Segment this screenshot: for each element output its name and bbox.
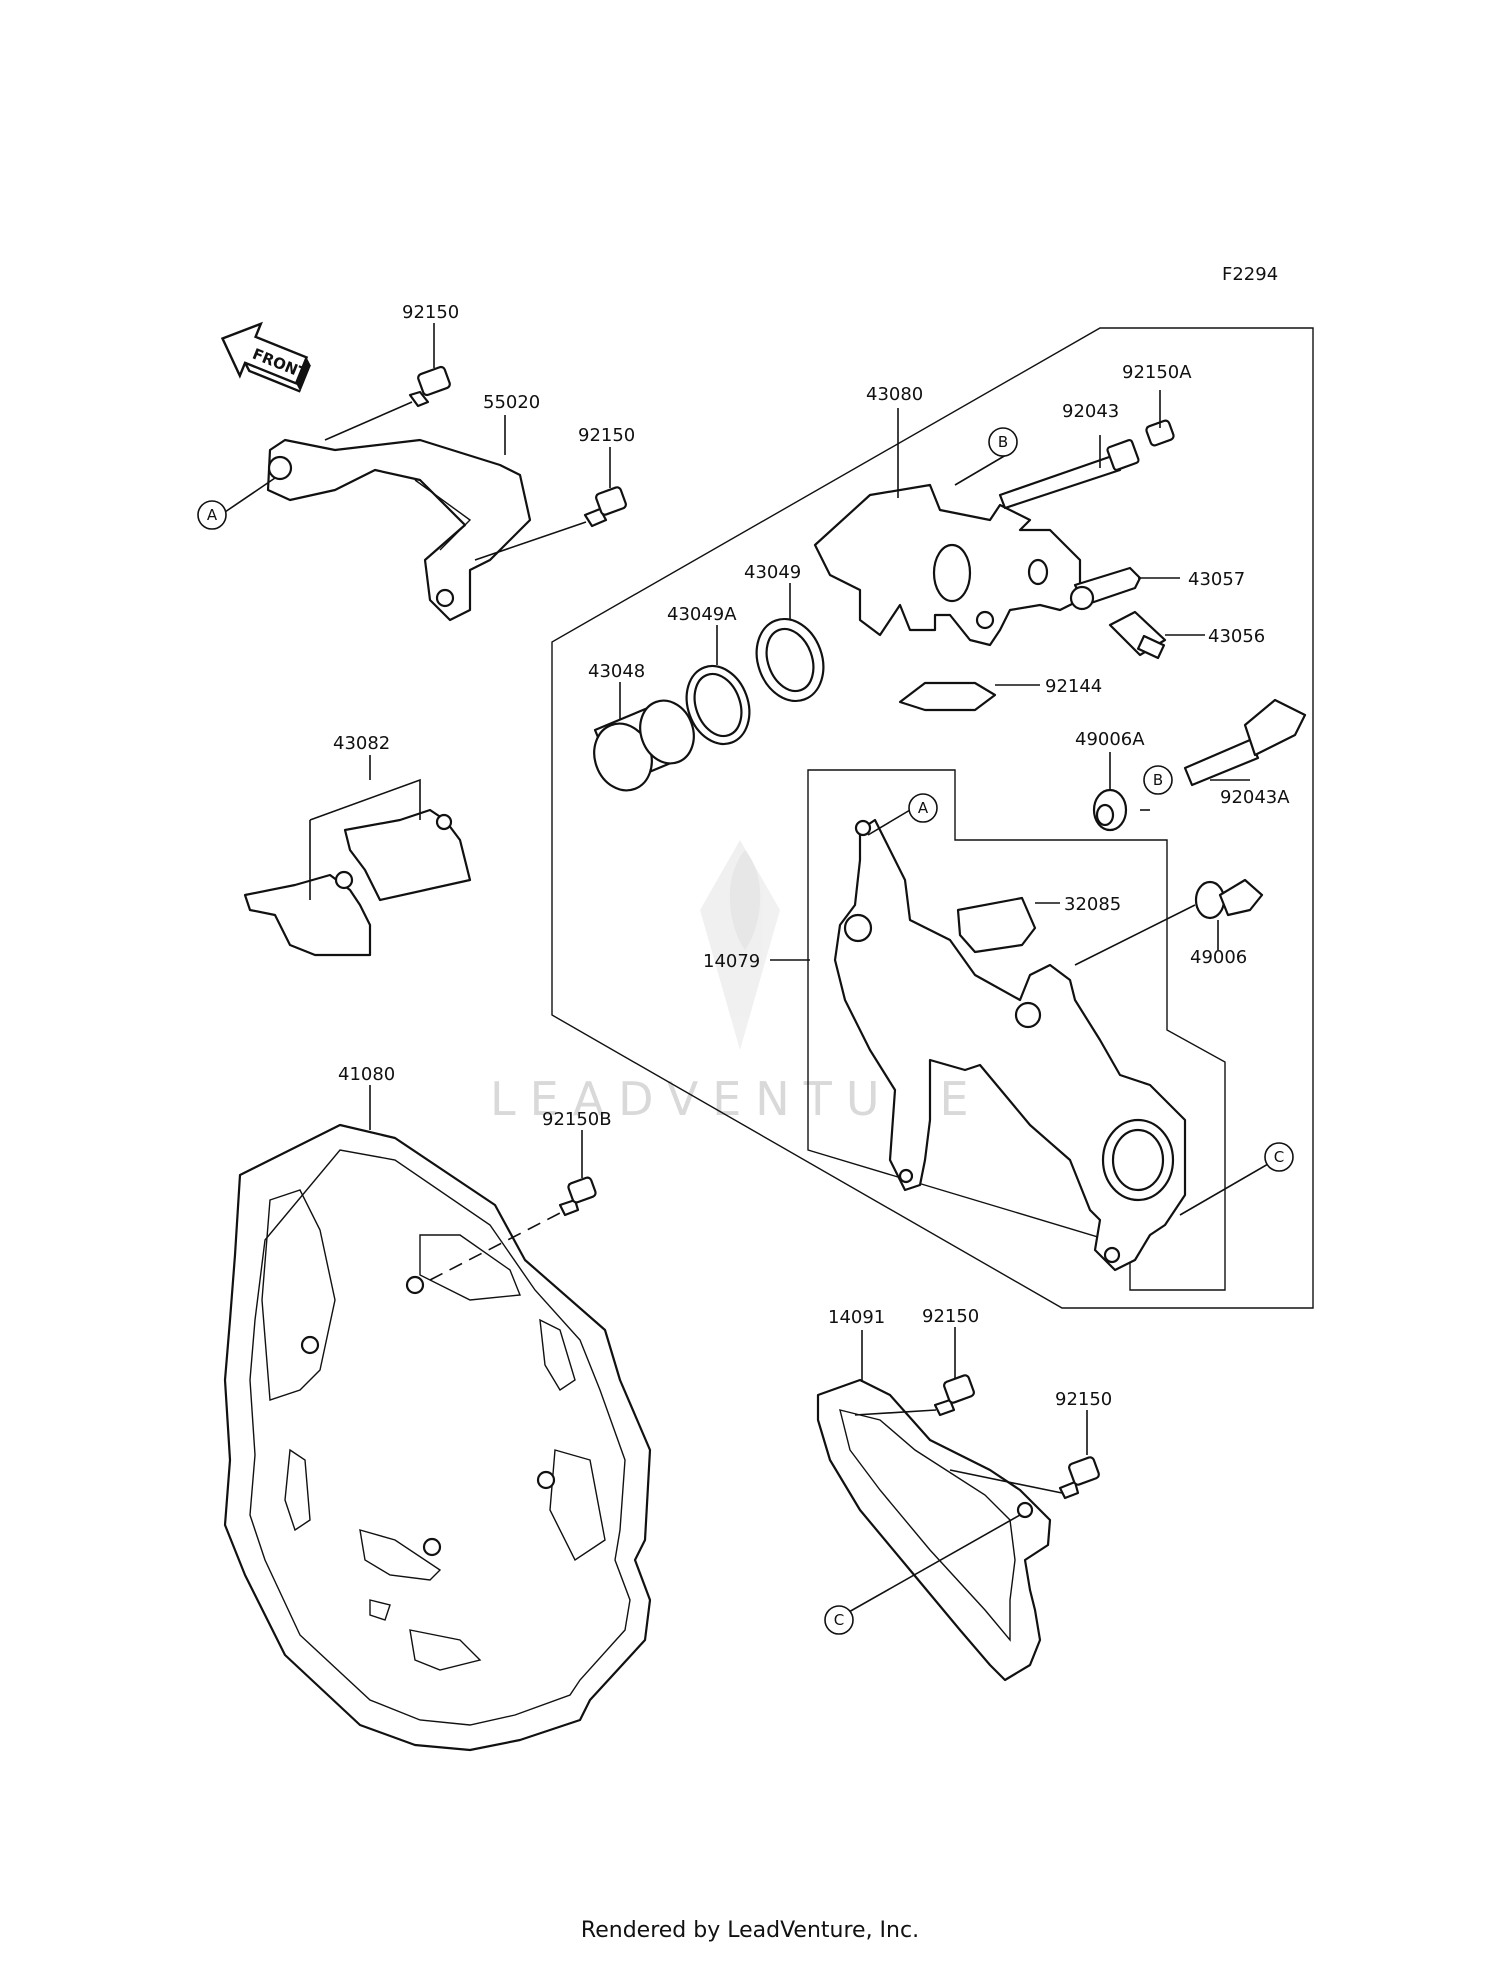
leader-43082 [309,755,421,900]
callout-a-bracket: A [197,500,227,530]
part-49006-boot [1194,878,1264,920]
front-arrow-icon: FRONT [220,321,311,393]
callout-a-text-2: A [918,799,929,817]
callout-a-caliper-bracket: A [908,793,938,823]
label-92144: 92144 [1045,676,1102,697]
label-43048: 43048 [588,661,645,682]
part-43049A-seal [685,664,751,746]
label-32085: 32085 [1064,894,1121,915]
label-14079: 14079 [703,951,760,972]
part-32085-spring [956,896,1037,954]
bracket-assembly-outline [807,769,1226,1291]
label-49006: 49006 [1190,947,1247,968]
part-92150B-bolt [558,1176,597,1217]
label-49006A: 49006A [1075,729,1145,750]
label-92150-a: 92150 [402,302,459,323]
callout-b-text-2: B [1153,771,1163,789]
part-14091-disc-guard [816,1378,1052,1682]
callout-b-caliper: B [988,427,1018,457]
part-43057-washer [1069,566,1142,611]
footer-credit: Rendered by LeadVenture, Inc. [580,1918,920,1943]
part-92150-bolt-d [1058,1456,1100,1500]
part-43082-brake-pads [243,808,472,957]
label-41080: 41080 [338,1064,395,1085]
part-92150-bolt-b [583,486,627,528]
part-92144-spring [898,681,997,712]
label-43080: 43080 [866,384,923,405]
label-92150B: 92150B [542,1109,612,1130]
callout-c-text-2: C [834,1611,844,1629]
watermark-logo [700,840,780,1050]
label-43049: 43049 [744,562,801,583]
label-92150-c: 92150 [922,1306,979,1327]
part-43048-piston [593,699,695,792]
part-43049-seal [755,617,825,703]
label-92043A: 92043A [1220,787,1290,808]
callout-b-pin: B [1143,765,1173,795]
part-49006A-boot [1092,788,1128,832]
leader-lines [224,323,1276,1455]
part-43056-bleeder [1108,610,1167,660]
part-41080-brake-disc [223,1123,652,1752]
label-43082: 43082 [333,733,390,754]
callout-c-text: C [1274,1148,1284,1166]
label-92150A: 92150A [1122,362,1192,383]
caliper-assembly-outline [551,327,1314,1309]
label-92150-b: 92150 [578,425,635,446]
part-14079-bracket [833,818,1187,1272]
label-55020: 55020 [483,392,540,413]
label-92150-d: 92150 [1055,1389,1112,1410]
part-92150A-cap [1145,419,1175,447]
part-43080-caliper [813,483,1082,647]
part-92043-pin [998,439,1140,510]
part-55020-bracket [266,438,532,622]
callout-c-guard: C [824,1605,854,1635]
callout-a-text: A [207,506,218,524]
callout-c-caliper-bracket: C [1264,1142,1294,1172]
part-92043A-pin [1183,698,1307,787]
part-92150-bolt-a [408,365,451,408]
callout-b-text: B [998,433,1008,451]
label-92043: 92043 [1062,401,1119,422]
diagram-code: F2294 [1222,264,1278,285]
part-92150-bolt-c [933,1374,975,1417]
label-43057: 43057 [1188,569,1245,590]
label-43049A: 43049A [667,604,737,625]
label-43056: 43056 [1208,626,1265,647]
label-14091: 14091 [828,1307,885,1328]
